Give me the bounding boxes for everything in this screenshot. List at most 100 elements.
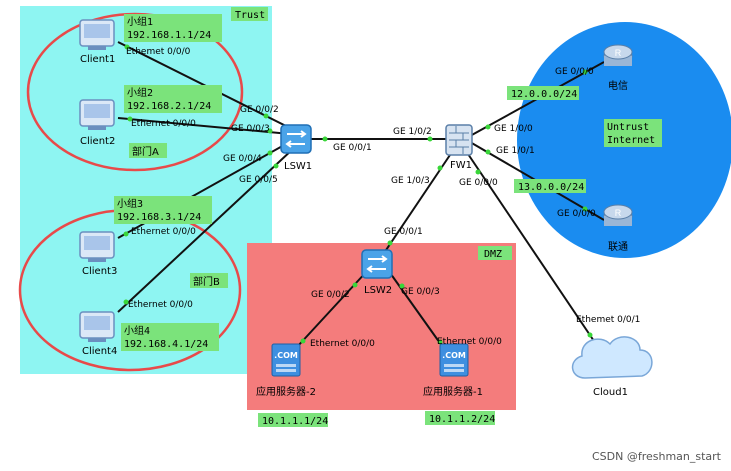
client3-device[interactable] — [79, 231, 115, 262]
g2-net: 192.168.2.1/24 — [127, 101, 211, 112]
com-badge: .COM — [442, 351, 466, 360]
c2-eth-label: Ethernet 0/0/0 — [131, 119, 196, 129]
lsw1-g4-label: GE 0/0/4 — [223, 154, 262, 164]
firewall-brick-icon — [449, 126, 469, 154]
dmz-label: DMZ — [484, 249, 502, 260]
srv1-eth-label: Ethernet 0/0/0 — [437, 337, 502, 347]
c4-eth-label: Ethernet 0/0/0 — [128, 300, 193, 310]
dot — [123, 231, 129, 237]
label-bg-telecom-net — [507, 86, 579, 100]
dot — [273, 163, 279, 169]
c1-eth-label: Ethemet 0/0/0 — [126, 47, 191, 57]
client2-device[interactable] — [79, 99, 115, 130]
srv2-eth-label: Ethernet 0/0/0 — [310, 339, 375, 349]
g2-name: 小组2 — [127, 86, 153, 99]
server1-device[interactable]: .COM — [439, 343, 469, 377]
pc-base — [88, 126, 106, 130]
unicom-net-label: 13.0.0.0/24 — [518, 182, 584, 193]
tel-g000-label: GE 0/0/0 — [555, 67, 594, 77]
dot — [587, 332, 593, 338]
dot — [427, 136, 433, 142]
lsw1-label: LSW1 — [284, 161, 312, 172]
label-bg-deptb — [190, 273, 228, 288]
g1-name: 小组1 — [127, 15, 153, 28]
server2-label: 应用服务器-2 — [256, 385, 316, 398]
client4-label: Client4 — [82, 346, 117, 357]
router-body — [604, 216, 632, 226]
label-backgrounds — [114, 7, 662, 427]
fw-g101-label: GE 1/0/1 — [496, 146, 535, 156]
server1-label: 应用服务器-1 — [423, 385, 483, 398]
fw-g000-label: GE 0/0/0 — [459, 178, 498, 188]
pc-screen — [84, 236, 110, 250]
telecom-net-label: 12.0.0.0/24 — [511, 89, 577, 100]
router-r-glyph: R — [615, 208, 622, 218]
cloud-eth-label: Ethemet 0/0/1 — [576, 315, 640, 325]
server-slot — [276, 369, 296, 372]
router-top — [603, 44, 633, 60]
router-top — [603, 204, 633, 220]
fw-g103-label: GE 1/0/3 — [391, 176, 430, 186]
server-slot — [444, 364, 464, 367]
label-bg-unicom-net — [514, 179, 586, 193]
g3-net: 192.168.3.1/24 — [117, 212, 201, 223]
label-bg-g4 — [121, 323, 219, 351]
dot — [123, 299, 129, 305]
dot — [399, 283, 405, 289]
fw-g102-label: GE 1/0/2 — [393, 127, 432, 137]
lsw2-device[interactable] — [361, 249, 393, 279]
pc-base — [88, 258, 106, 262]
dot — [475, 169, 481, 175]
client3-label: Client3 — [82, 266, 117, 277]
label-bg-g2 — [124, 85, 222, 113]
router-body — [604, 56, 632, 66]
switch-icon — [361, 249, 393, 279]
label-bg-depta — [129, 143, 167, 158]
unicom-label: 联通 — [608, 241, 628, 253]
g4-net: 192.168.4.1/24 — [124, 339, 208, 350]
dot — [267, 150, 273, 156]
dot — [267, 128, 273, 134]
pc-screen — [84, 24, 110, 38]
client4-device[interactable] — [79, 311, 115, 342]
cloud1-label: Cloud1 — [593, 387, 628, 398]
link-fw1-cloud — [467, 153, 601, 351]
dot — [263, 113, 269, 119]
link-dots — [123, 44, 593, 345]
fw1-device[interactable] — [445, 124, 473, 156]
unicom-router[interactable]: R — [603, 204, 633, 226]
label-bg-untrust — [604, 119, 662, 147]
client1-label: Client1 — [80, 54, 115, 65]
client2-label: Client2 — [80, 136, 115, 147]
lsw1-device[interactable] — [280, 124, 312, 154]
label-bg-g1 — [124, 14, 222, 42]
label-bg-srv2-ip — [258, 413, 328, 427]
srv1-ip-label: 10.1.1.2/24 — [429, 414, 495, 425]
dot — [582, 206, 588, 212]
telecom-label: 电信 — [608, 79, 628, 92]
dot — [485, 124, 491, 130]
trust-label: Trust — [235, 10, 265, 21]
server-icon — [439, 343, 469, 377]
srv2-ip-label: 10.1.1.1/24 — [262, 416, 328, 427]
dot — [437, 339, 443, 345]
label-bg-g3 — [114, 196, 212, 224]
label-bg-srv1-ip — [425, 411, 495, 425]
telecom-router[interactable]: R — [603, 44, 633, 66]
untrust-label-2: Internet — [607, 135, 655, 146]
client1-device[interactable] — [79, 19, 115, 50]
lsw2-g1-label: GE 0/0/1 — [384, 227, 423, 237]
c3-eth-label: Ethernet 0/0/0 — [131, 227, 196, 237]
link-client2-lsw1 — [117, 117, 291, 135]
fw1-label: FW1 — [450, 160, 472, 171]
lsw1-g2-label: GE 0/0/2 — [240, 105, 279, 115]
cloud1-device[interactable] — [571, 336, 653, 379]
dot — [352, 282, 358, 288]
server2-device[interactable]: .COM — [271, 343, 301, 377]
g3-name: 小组3 — [117, 197, 143, 210]
lsw1-g1-label: GE 0/0/1 — [333, 143, 372, 153]
pc-screen — [84, 316, 110, 330]
server-icon — [271, 343, 301, 377]
dot — [437, 165, 443, 171]
router-r-glyph: R — [615, 48, 622, 58]
